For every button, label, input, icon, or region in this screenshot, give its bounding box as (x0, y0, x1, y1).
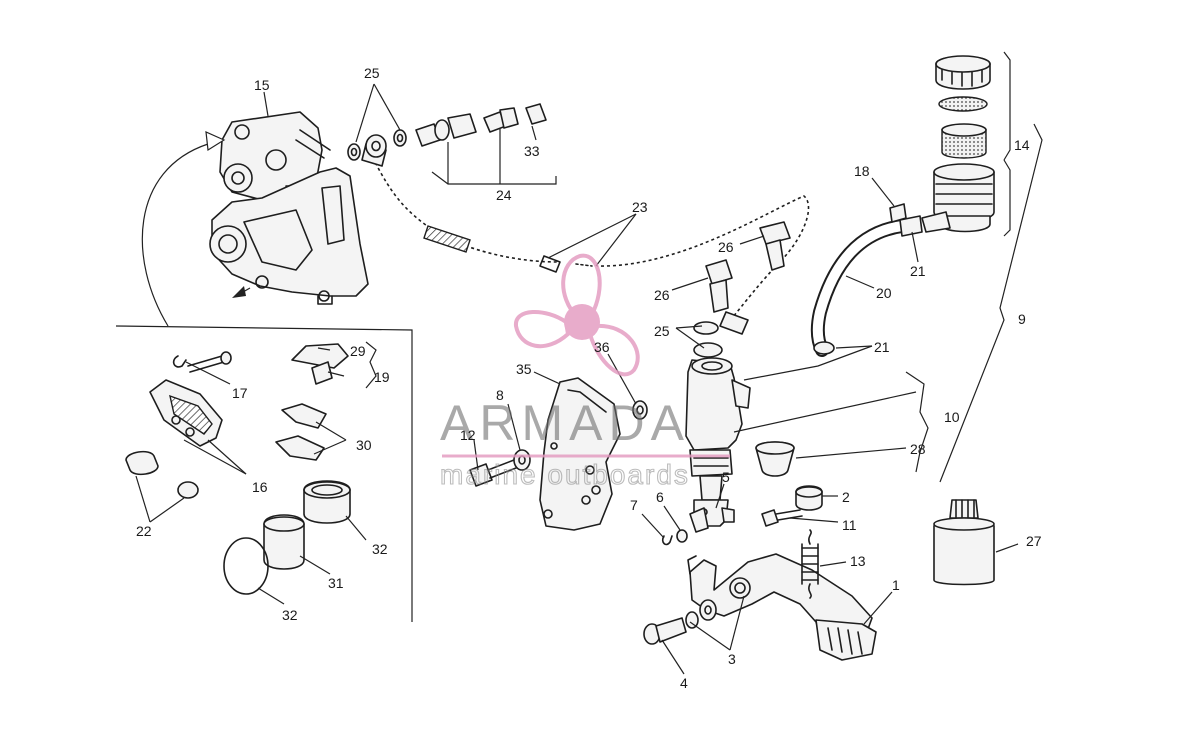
callout-30: 30 (356, 437, 372, 453)
callout-27: 27 (1026, 533, 1042, 549)
banjo-washers-and-fittings (347, 103, 547, 161)
fluid-reservoir (921, 55, 995, 233)
callout-10: 10 (944, 409, 960, 425)
callout-20: 20 (876, 285, 892, 301)
banjo-bolts (693, 221, 791, 358)
rubber-stop-and-screw (761, 485, 823, 527)
pivot-bolt (643, 599, 717, 645)
pad-spring-clips (275, 403, 327, 461)
callout-14: 14 (1014, 137, 1030, 153)
callout-5: 5 (722, 469, 730, 485)
callout-9: 9 (1018, 311, 1026, 327)
callout-35: 35 (516, 361, 532, 377)
callout-7: 7 (630, 497, 638, 513)
callout-32-right: 32 (372, 541, 388, 557)
callout-18: 18 (854, 163, 870, 179)
callout-6: 6 (656, 489, 664, 505)
armada-watermark: ARMADA marine outboards (439, 253, 730, 491)
callout-2: 2 (842, 489, 850, 505)
brake-hose (361, 143, 811, 335)
callout-19: 19 (374, 369, 390, 385)
brake-pads (149, 379, 223, 447)
propeller-logo-icon (514, 253, 640, 377)
callout-26-top: 26 (718, 239, 734, 255)
bleed-valve-and-cap (291, 343, 349, 385)
bushing (755, 441, 795, 477)
callout-17: 17 (232, 385, 248, 401)
callout-25-top: 25 (364, 65, 380, 81)
callout-21-top: 21 (910, 263, 926, 279)
callout-32-bottom: 32 (282, 607, 298, 623)
pad-pin (172, 351, 232, 373)
callout-31: 31 (328, 575, 344, 591)
callout-29: 29 (350, 343, 366, 359)
callout-24: 24 (496, 187, 512, 203)
callout-15: 15 (254, 77, 270, 93)
callout-labels: 1 2 3 4 5 6 7 8 9 10 11 12 13 14 15 16 1… (136, 65, 1042, 691)
callout-13: 13 (850, 553, 866, 569)
callout-21-bottom: 21 (874, 339, 890, 355)
watermark-tagline: marine outboards (440, 459, 690, 490)
pin-and-clip (661, 507, 709, 546)
caliper-bracket (209, 167, 369, 305)
assembly-arrow (141, 131, 251, 327)
callout-1: 1 (892, 577, 900, 593)
callout-4: 4 (680, 675, 688, 691)
callout-36: 36 (594, 339, 610, 355)
callout-16: 16 (252, 479, 268, 495)
callout-8: 8 (496, 387, 504, 403)
return-spring (801, 529, 819, 599)
brake-pedal (687, 553, 877, 661)
brake-fluid-bottle (933, 499, 995, 586)
callout-25-right: 25 (654, 323, 670, 339)
reservoir-hose (810, 203, 923, 357)
callout-23: 23 (632, 199, 648, 215)
callout-26-mid: 26 (654, 287, 670, 303)
mounting-plate (539, 377, 621, 531)
callout-11: 11 (842, 517, 857, 533)
leader-lines (135, 51, 1043, 675)
callout-12: 12 (460, 427, 476, 443)
callout-3: 3 (728, 651, 736, 667)
inset-panel-border (115, 325, 413, 622)
watermark-brand: ARMADA (440, 395, 690, 451)
callout-28: 28 (910, 441, 926, 457)
caliper-pistons (125, 450, 351, 595)
callout-33: 33 (524, 143, 540, 159)
callout-22: 22 (136, 523, 152, 539)
